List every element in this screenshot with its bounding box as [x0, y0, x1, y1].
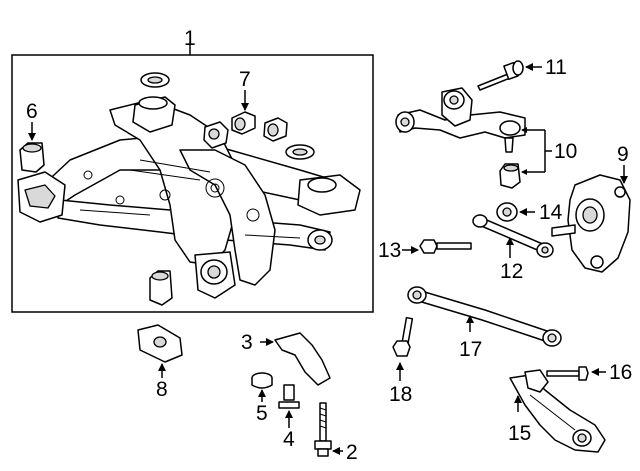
bushing-lower [149, 270, 173, 306]
callout-number-8: 8 [156, 378, 168, 401]
bolt-part-11 [477, 60, 524, 91]
nut-part-4 [278, 384, 300, 409]
bushing-part-14 [496, 202, 518, 222]
toe-link-part-12 [472, 214, 554, 258]
callout-number-17: 17 [459, 338, 482, 361]
callout-number-10: 10 [554, 140, 577, 163]
subframe-assembly-frame [11, 54, 374, 313]
bushing-part-6 [19, 142, 45, 173]
callout-number-9: 9 [617, 143, 629, 166]
callout-10-arrows [521, 127, 527, 175]
callout-number-5: 5 [256, 402, 268, 425]
bushing-part-10 [499, 163, 521, 189]
callout-number-2: 2 [346, 441, 358, 464]
callout-number-11: 11 [545, 56, 567, 79]
callout-number-18: 18 [389, 383, 412, 406]
upper-control-arm-part-10 [395, 87, 526, 153]
callout-number-13: 13 [378, 239, 401, 262]
callout-number-3: 3 [241, 331, 253, 354]
mount-bracket-part-8 [137, 324, 183, 363]
bolt-part-13 [419, 239, 472, 254]
bushing-part-7 [203, 111, 288, 149]
callout-number-16: 16 [609, 361, 632, 384]
bolt-part-18 [392, 316, 414, 357]
knuckle-part-9 [551, 174, 631, 273]
bolt-part-2 [314, 402, 332, 457]
callout-number-6: 6 [26, 100, 38, 123]
mount-cushion-upper [140, 72, 170, 88]
bolt-part-16 [546, 366, 589, 381]
callout-number-4: 4 [283, 428, 295, 451]
washer-part-5 [251, 372, 273, 389]
brace-part-3 [274, 332, 331, 386]
callout-10-bracket [522, 129, 552, 173]
callout-number-15: 15 [508, 422, 531, 445]
subframe [17, 96, 361, 299]
callout-number-14: 14 [539, 201, 563, 224]
mount-cushion-right [285, 144, 315, 160]
callout-number-7: 7 [239, 68, 251, 91]
callout-number-12: 12 [500, 260, 523, 283]
lateral-link-part-17 [407, 286, 562, 347]
lower-arm-part-15 [509, 369, 606, 453]
callout-number-1: 1 [184, 27, 196, 50]
